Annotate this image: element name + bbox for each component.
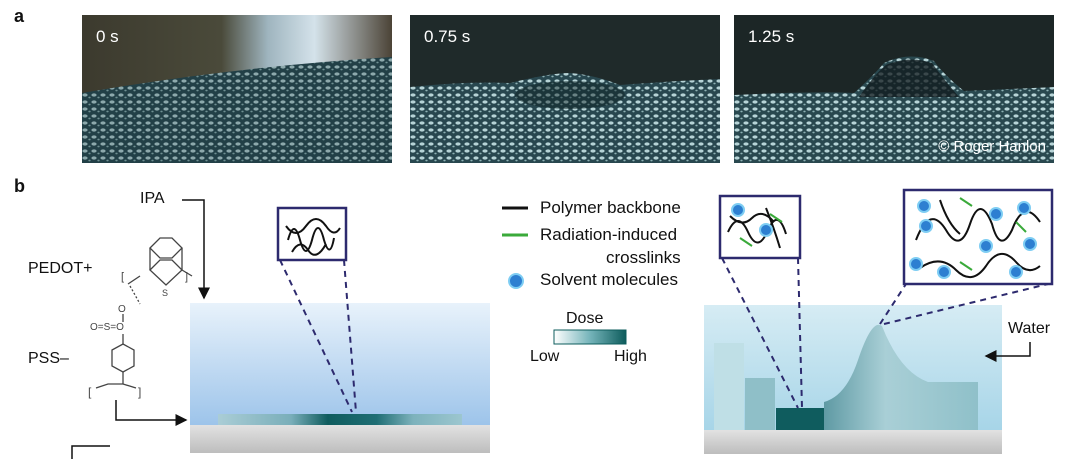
left-film <box>218 414 462 425</box>
pillar-mid <box>745 378 775 430</box>
legend-crosslinks-label-1: Radiation-induced <box>540 225 677 245</box>
svg-text:[: [ <box>88 385 92 399</box>
film-dark <box>776 408 824 430</box>
left-substrate <box>190 425 490 453</box>
pss-label: PSS– <box>28 350 69 368</box>
dose-low-label: Low <box>530 348 559 366</box>
dose-high-label: High <box>614 348 647 366</box>
svg-text:O: O <box>118 304 126 315</box>
svg-text:]: ] <box>185 271 188 283</box>
water-label: Water <box>1008 320 1050 338</box>
pillar-left <box>714 343 744 430</box>
svg-text:]: ] <box>138 385 141 399</box>
legend-backbone-label: Polymer backbone <box>540 198 681 218</box>
svg-text:S: S <box>162 288 168 298</box>
dose-gradient-bar <box>554 330 626 344</box>
legend-crosslinks-label-2: crosslinks <box>606 248 681 268</box>
ipa-liquid <box>190 303 490 425</box>
dose-title: Dose <box>566 310 603 328</box>
left-zoom-box <box>278 208 346 260</box>
svg-text:[: [ <box>121 271 124 283</box>
legend-solvent-swatch <box>509 274 523 288</box>
pedot-label: PEDOT+ <box>28 260 92 278</box>
right-substrate <box>704 430 1002 454</box>
ipa-label: IPA <box>140 190 165 208</box>
legend-solvent-label: Solvent molecules <box>540 270 678 290</box>
svg-text:O=S=O: O=S=O <box>90 322 124 333</box>
